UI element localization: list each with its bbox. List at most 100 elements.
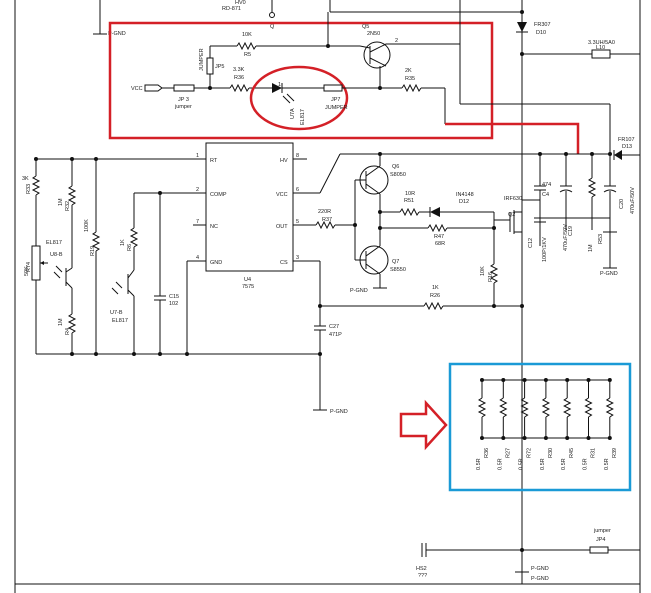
r37-val-label: 220R [318, 209, 331, 215]
d10-diode-symbol [517, 22, 527, 32]
q5-collector [369, 43, 387, 53]
d13-diode-symbol [614, 150, 622, 160]
r37-resistor [315, 220, 336, 230]
sense-resistor-ref: R36 [484, 448, 490, 458]
sense-resistor [520, 397, 529, 418]
ic-pin-nc: NC [210, 224, 218, 230]
ic-pin-gnd: GND [210, 260, 222, 266]
sense-resistor [477, 397, 487, 418]
jp3-jumper [173, 84, 195, 92]
q7-collector [365, 263, 381, 275]
ic-pin-rt: RT [210, 158, 218, 164]
cap-pgnd-label: P-GND [600, 271, 618, 277]
gnd-junction-e [185, 352, 189, 356]
u7b-collector [127, 269, 135, 279]
c15-junction [158, 191, 162, 195]
sense-resistor [499, 397, 508, 418]
r5-val-label: 10K [242, 32, 252, 38]
r4-ref-label: R4 [65, 328, 71, 335]
r32-ref-label: R32 [65, 201, 71, 211]
r6-resistor [129, 227, 139, 248]
u7a-light-ray-1 [282, 95, 291, 104]
ic-pinnum-8: 8 [296, 153, 299, 159]
q5-base-wire [359, 45, 371, 49]
jp7-ref-label: JP7 [331, 97, 340, 103]
r4-val-label: 1M [58, 318, 64, 326]
sense-resistor-value: 0.5R [604, 458, 610, 470]
u8b-emitter [65, 281, 73, 289]
red-trace-line [445, 122, 580, 154]
pgnd-top-label: P-GND [108, 31, 126, 37]
vcc-port [144, 84, 163, 92]
jp7-val-label: JUMPER [325, 105, 348, 111]
q7-val-label: S8550 [390, 267, 406, 273]
r47-resistor [427, 223, 448, 233]
ic-ref-label: U4 [244, 277, 251, 283]
r35-resistor [401, 83, 422, 93]
c12-val-label: 100P/1KV [542, 237, 548, 262]
ic-pin-comp: COMP [210, 192, 227, 198]
node-q-label: Q [270, 24, 275, 30]
r51-resistor [399, 207, 420, 217]
u7b-emitter [127, 289, 135, 297]
c19-plate-b [559, 189, 573, 193]
c20-ref-label: C20 [619, 199, 625, 209]
vcc-to-rail-wire [319, 153, 341, 194]
jp5-ref-label: JP5 [215, 64, 224, 70]
rt-potentiometer [31, 245, 41, 281]
gnd-junction-d [158, 352, 162, 356]
r26-ref-label: R26 [430, 293, 440, 299]
l10-junction [520, 52, 524, 56]
r4-resistor [67, 313, 77, 334]
jp5-jumper [206, 57, 214, 75]
blue-highlight-box [448, 362, 632, 492]
r36-ref-label: R36 [234, 75, 244, 81]
jp4-val-label: jumper [593, 528, 611, 534]
r47-ref-label: R47 [434, 234, 444, 240]
u7a-val-label: EL817 [300, 109, 306, 125]
q6-val-label: S8050 [390, 172, 406, 178]
sense-resistor-value: 0.5R [519, 458, 525, 470]
sense-junction [565, 436, 570, 440]
sense-junction [543, 378, 548, 382]
sense-resistor-value: 0.5R [561, 458, 567, 470]
sense-resistor-ref: R39 [612, 448, 618, 458]
d10-val-label: D10 [536, 30, 546, 36]
hs2-ref-label: HS2 [416, 566, 427, 572]
sense-junction [543, 436, 548, 440]
rt-wiper-arrow [40, 261, 44, 265]
hv-label: HV0 [235, 0, 246, 6]
red-arrow [399, 399, 448, 451]
ic-pin-cs: CS [280, 260, 288, 266]
gnd-junction-a [70, 352, 74, 356]
d13-ref-label: FR107 [618, 137, 635, 143]
c4-val-label: 474 [542, 182, 551, 188]
ic-part-label: 7575 [242, 284, 254, 290]
r26-val-label: 1K [432, 285, 439, 291]
u8b-light-ray-1 [55, 265, 63, 273]
r5-ref-label: R5 [244, 52, 251, 58]
u7a-led-symbol [272, 83, 282, 93]
q6-emitter [365, 183, 381, 195]
c27-val-label: 471P [329, 332, 342, 338]
ic-pinnum-6: 6 [296, 187, 299, 193]
jp4-ref-label: JP4 [596, 537, 605, 543]
u7b-light-ray-1 [115, 281, 123, 289]
jp3-ref-label: JP 3 [178, 97, 189, 103]
r33-val-label: 3K [22, 176, 29, 182]
mid-pgnd-label: P-GND [330, 409, 348, 415]
c12-ref-label: C12 [528, 238, 534, 248]
sense-resistor-ref: R30 [548, 448, 554, 458]
u7b-val-label: EL817 [112, 318, 128, 324]
c20-plate-b [603, 189, 617, 193]
gnd-junction-c [132, 352, 136, 356]
hs2-val-label: ??? [418, 573, 427, 579]
bottom-pgnd-b: P-GND [531, 576, 549, 582]
sense-junction [522, 436, 527, 440]
q2-val-label: IRF630 [504, 196, 522, 202]
u7a-light-ray-2 [286, 93, 295, 102]
d13-val-label: D13 [622, 144, 632, 150]
r19-resistor [91, 231, 101, 252]
u8b-val-label: U8-B [50, 252, 63, 258]
